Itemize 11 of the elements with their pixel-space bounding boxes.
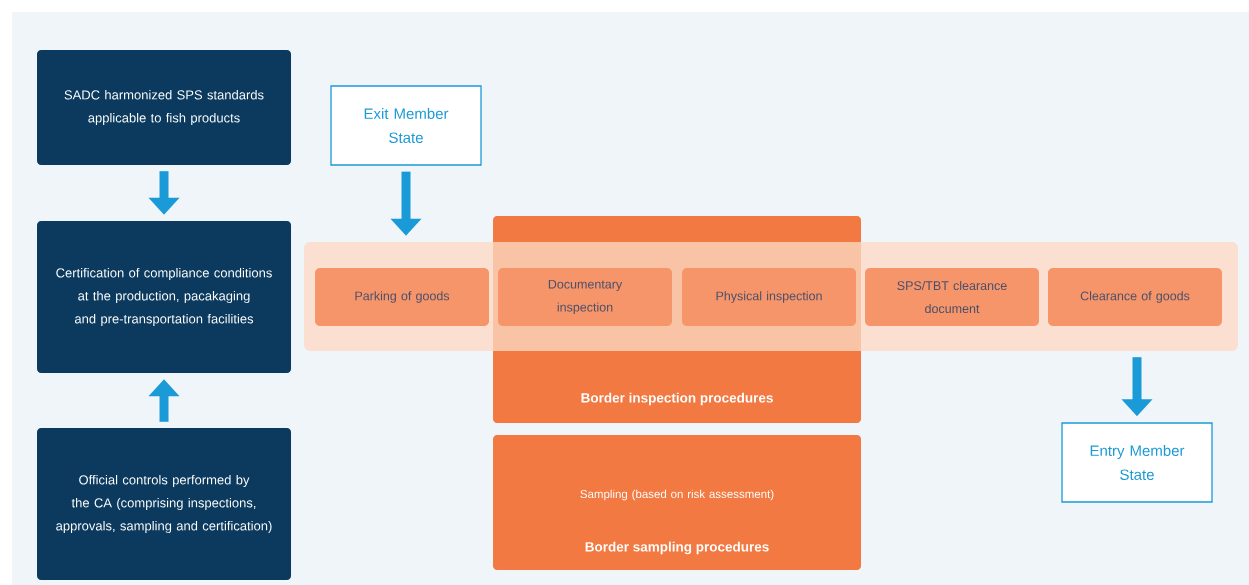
step-box: Physical inspection	[682, 268, 856, 326]
process-box: Certification of compliance conditions at the production, pacakaging and pre-transportation facilities	[37, 221, 291, 373]
process-box: Official controls performed by the CA (comprising inspections, approvals, sampling and certification)	[37, 428, 291, 580]
step-box: Clearance of goods	[1048, 268, 1222, 326]
step-box: Parking of goods	[315, 268, 489, 326]
member-state-box: Entry Member State	[1061, 422, 1213, 503]
step-box: SPS/TBT clearance document	[865, 268, 1039, 326]
procedure-box: Sampling (based on risk assessment) Border sampling procedures	[493, 435, 861, 570]
step-box: Documentary inspection	[498, 268, 672, 326]
member-state-box: Exit Member State	[330, 85, 482, 166]
process-box: SADC harmonized SPS standards applicable to fish products	[37, 50, 291, 165]
